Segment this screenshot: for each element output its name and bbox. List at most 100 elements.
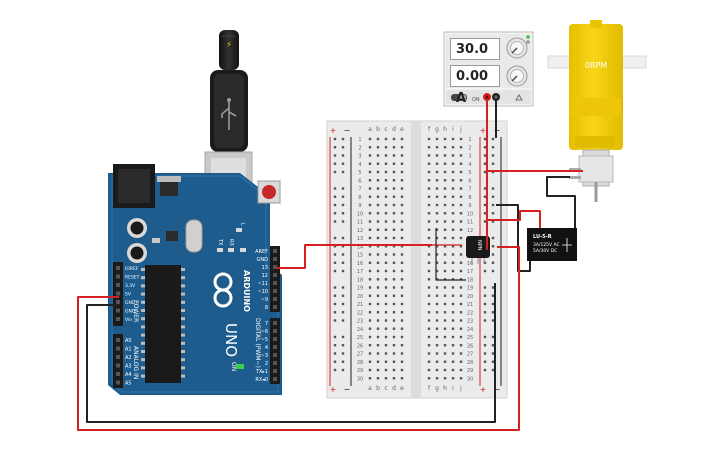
row-number-label: 28 — [467, 360, 473, 366]
digital-pin-label: ~11 — [257, 281, 268, 287]
digital-pin-label: 4 — [265, 345, 268, 351]
column-label: a — [368, 126, 372, 133]
row-number-label: 6 — [358, 178, 361, 184]
row-number-label: 3 — [468, 154, 471, 160]
psu-positive-terminal[interactable] — [483, 93, 491, 101]
row-number-label: 5 — [468, 170, 471, 176]
row-number-label: 2 — [358, 145, 361, 151]
psu-negative-terminal[interactable] — [492, 93, 500, 101]
digital-header-top[interactable] — [270, 246, 280, 312]
column-label: i — [452, 385, 454, 392]
column-label: d — [392, 126, 396, 133]
digital-header-bottom[interactable] — [270, 318, 280, 384]
analog-header[interactable] — [113, 334, 123, 388]
column-label: e — [400, 385, 404, 392]
digital-pin-label: ~5 — [261, 337, 268, 343]
wires[interactable] — [77, 100, 583, 431]
row-number-label: 29 — [357, 368, 363, 374]
digital-pin-label: 12 — [262, 273, 268, 279]
row-number-label: 18 — [467, 277, 473, 283]
row-number-label: 17 — [357, 269, 363, 275]
power-header-label: POWER — [132, 300, 139, 322]
row-number-label: 17 — [467, 269, 473, 275]
row-number-label: 23 — [357, 319, 363, 325]
digital-header-label: DIGITAL (PWM~) — [254, 318, 261, 368]
arduino-logo — [213, 272, 233, 308]
row-number-label: 13 — [357, 236, 363, 242]
row-number-label: 8 — [358, 195, 361, 201]
digital-pin-label: 13 — [262, 265, 268, 271]
analog-pin-label: A4 — [125, 372, 132, 378]
svg-text:⚡: ⚡ — [226, 40, 232, 49]
row-number-label: 30 — [357, 376, 363, 382]
row-number-label: 7 — [358, 187, 361, 193]
relay[interactable] — [527, 228, 577, 261]
motor-rpm: 0RPM — [585, 61, 607, 70]
row-number-label: 1 — [358, 137, 361, 143]
digital-pin-label: ~9 — [261, 297, 268, 303]
rail-plus-top-right: + — [480, 126, 487, 135]
digital-pin-label: 8 — [265, 305, 268, 311]
psu-power-switch[interactable] — [451, 94, 467, 101]
column-label: b — [376, 385, 380, 392]
row-number-label: 4 — [468, 162, 471, 168]
analog-pin-label: A0 — [125, 338, 132, 344]
rail-minus-bottom-left: − — [344, 385, 351, 394]
analog-pin-label: A2 — [125, 355, 132, 361]
rail-plus-top-left: + — [330, 126, 337, 135]
row-number-label: 27 — [357, 352, 363, 358]
wire-gnd-black[interactable] — [86, 283, 496, 423]
transistor-label: NPN — [476, 240, 482, 251]
power-pin-label: 3.3V — [125, 283, 136, 289]
wire-pin13-to-breadboard[interactable] — [276, 244, 432, 269]
row-number-label: 26 — [357, 343, 363, 349]
psu-mode-label: ON — [472, 97, 480, 103]
psu-voltage-display: 30.0 V — [450, 38, 500, 79]
row-number-label: 29 — [467, 368, 473, 374]
analog-pin-label: A5 — [125, 381, 132, 387]
row-number-label: 23 — [467, 319, 473, 325]
column-label: f — [428, 126, 431, 133]
reset-button[interactable] — [257, 180, 281, 204]
row-number-label: 1 — [468, 137, 471, 143]
column-label: h — [443, 385, 447, 392]
wire-5v-red[interactable] — [77, 246, 520, 431]
digital-pin-label: ~10 — [257, 289, 268, 295]
row-number-label: 25 — [357, 335, 363, 341]
power-pin-label: 5V — [125, 292, 132, 298]
wire-transistor-emitter[interactable] — [435, 228, 466, 281]
row-number-label: 24 — [467, 327, 473, 333]
row-number-label: 20 — [357, 294, 363, 300]
rail-plus-bottom-right: + — [480, 385, 487, 394]
arduino-uno-board[interactable]: ARDUINO UNO ON TX RX L DIGITAL (PWM~) PO… — [108, 164, 282, 395]
npn-transistor[interactable] — [466, 236, 490, 264]
digital-pin-label: AREF — [255, 249, 268, 255]
rail-plus-bottom-left: + — [330, 385, 337, 394]
relay-model: LU-5-R — [533, 234, 552, 240]
on-led-label: ON — [230, 362, 237, 371]
power-pin-label: GND — [125, 309, 136, 315]
voltage-knob[interactable] — [506, 37, 528, 59]
row-number-label: 11 — [467, 220, 473, 226]
current-knob[interactable] — [506, 65, 528, 87]
capacitors — [127, 218, 147, 263]
row-number-label: 8 — [468, 195, 471, 201]
row-number-label: 28 — [357, 360, 363, 366]
dc-motor[interactable] — [547, 20, 647, 202]
row-number-label: 27 — [467, 352, 473, 358]
analog-header-label: ANALOG IN — [132, 346, 139, 379]
column-label: d — [392, 385, 396, 392]
row-number-label: 12 — [467, 228, 473, 234]
digital-pin-label: ~3 — [261, 353, 268, 359]
row-number-label: 30 — [467, 376, 473, 382]
arduino-brand: ARDUINO — [242, 270, 251, 312]
row-number-label: 18 — [357, 277, 363, 283]
row-number-label: 2 — [468, 145, 471, 151]
column-label: j — [459, 385, 462, 392]
wire-motor-to-relay-black[interactable] — [546, 176, 576, 228]
row-number-label: 16 — [357, 261, 363, 267]
row-number-label: 9 — [468, 203, 471, 209]
wire-relay-red[interactable] — [487, 210, 541, 228]
